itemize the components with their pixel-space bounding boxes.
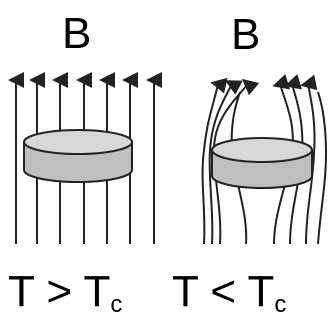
- left-field-label: B: [62, 9, 92, 58]
- critical-temperature-symbol: T: [247, 267, 275, 316]
- right-field-label: B: [231, 10, 261, 59]
- field-line: [300, 74, 318, 245]
- left-temperature-symbol: T: [8, 267, 35, 316]
- left-superconductor-disk: [23, 129, 133, 183]
- critical-temperature-subscript: c: [110, 291, 123, 318]
- critical-temperature-subscript: c: [274, 291, 287, 318]
- field-line: [208, 80, 243, 245]
- right-temperature-condition: T < Tc: [172, 270, 286, 317]
- left-temperature-condition: T > Tc: [8, 270, 122, 317]
- greater-than-operator: >: [46, 267, 73, 316]
- field-line: [317, 91, 328, 245]
- right-superconductor-disk: [211, 137, 313, 189]
- critical-temperature-symbol: T: [83, 267, 111, 316]
- less-than-operator: <: [210, 267, 237, 316]
- right-temperature-symbol: T: [172, 267, 199, 316]
- field-line: [201, 77, 228, 245]
